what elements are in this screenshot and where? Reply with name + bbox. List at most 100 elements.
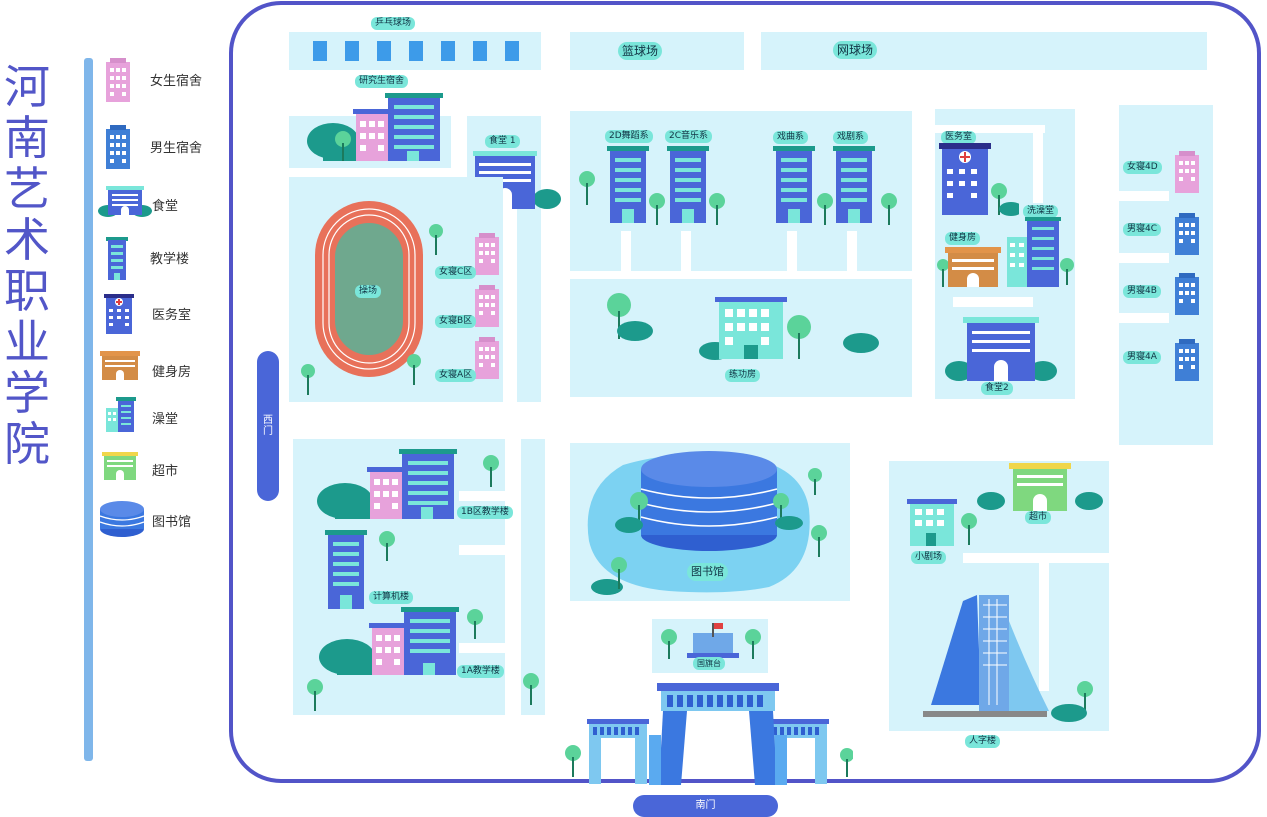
campus-title: 河南艺术职业学院 <box>4 60 50 471</box>
legend-item-teaching: 教学楼 <box>98 236 228 280</box>
road <box>459 491 505 501</box>
legend-divider <box>84 58 93 761</box>
bathhouse-building[interactable] <box>1005 217 1077 287</box>
legend-label: 医务室 <box>152 308 192 323</box>
road <box>1039 563 1049 691</box>
label-female-dorm-c: 女寝C区 <box>435 266 477 279</box>
label-theater: 小剧场 <box>911 551 947 564</box>
road <box>787 231 797 273</box>
side-strip <box>521 439 545 715</box>
basketball-court[interactable]: 篮球场 <box>570 32 744 70</box>
female-dorm-c-building[interactable] <box>473 233 501 275</box>
tennis-court[interactable]: 网球场 <box>761 32 1207 70</box>
canteen-icon <box>98 183 152 227</box>
label-practice-room: 练功房 <box>725 369 761 382</box>
gym-icon <box>98 349 148 393</box>
legend-label: 澡堂 <box>152 412 179 427</box>
practice-room-building[interactable] <box>603 289 883 361</box>
library-building[interactable] <box>573 445 849 595</box>
teaching-1b-building[interactable] <box>315 445 505 521</box>
legend-item-bath: 澡堂 <box>98 396 228 440</box>
legend-item-boys-dorm: 男生宿舍 <box>98 125 228 169</box>
label-west-gate: 西门 <box>263 415 273 437</box>
male-dorm-4c-building[interactable] <box>1173 213 1201 255</box>
female-dorm-b-building[interactable] <box>473 285 501 327</box>
label-basketball: 篮球场 <box>618 42 663 60</box>
label-male-dorm-4c: 男寝4C <box>1123 223 1162 236</box>
road <box>681 231 691 273</box>
legend-label: 教学楼 <box>150 252 190 267</box>
opera-dept-building[interactable] <box>771 145 817 223</box>
table-tennis-court[interactable] <box>289 32 541 70</box>
renzi-building[interactable] <box>923 591 1103 725</box>
legend-item-canteen: 食堂 <box>98 183 228 227</box>
label-music: 2C音乐系 <box>665 130 713 143</box>
road <box>459 545 505 555</box>
legend-label: 食堂 <box>152 199 179 214</box>
label-clinic: 医务室 <box>941 131 977 144</box>
supermarket-icon <box>98 448 148 492</box>
male-dorm-4a-building[interactable] <box>1173 339 1201 381</box>
label-teaching-1b: 1B区教学楼 <box>457 506 513 519</box>
label-tennis: 网球场 <box>833 41 878 59</box>
female-dorm-a-building[interactable] <box>473 337 501 379</box>
bathhouse-icon <box>98 396 148 440</box>
music-dept-building[interactable] <box>665 145 711 223</box>
road <box>953 297 1033 307</box>
south-gate-arch <box>565 683 853 785</box>
dance-dept-building[interactable] <box>605 145 651 223</box>
label-female-dorm-4d: 女寝4D <box>1123 161 1162 174</box>
girls-dorm-icon <box>98 58 148 102</box>
computer-building[interactable] <box>325 529 405 609</box>
label-opera: 戏曲系 <box>773 131 809 144</box>
legend-label: 男生宿舍 <box>150 141 203 156</box>
label-dance: 2D舞蹈系 <box>605 130 653 143</box>
clinic-building[interactable] <box>939 143 1019 217</box>
label-female-dorm-a: 女寝A区 <box>435 369 477 382</box>
label-playground: 操场 <box>355 285 382 298</box>
clinic-icon <box>98 292 148 336</box>
legend-label: 女生宿舍 <box>150 74 203 89</box>
label-supermarket: 超市 <box>1025 511 1052 524</box>
canteen2-building[interactable] <box>945 315 1057 381</box>
label-female-dorm-b: 女寝B区 <box>435 315 477 328</box>
legend-item-library: 图书馆 <box>98 499 228 543</box>
label-grad-dorm: 研究生宿舍 <box>355 75 409 88</box>
label-teaching-1a: 1A教学楼 <box>457 665 504 678</box>
label-male-dorm-4a: 男寝4A <box>1123 351 1161 364</box>
label-gym: 健身房 <box>945 232 981 245</box>
road <box>847 231 857 273</box>
label-bath: 洗澡堂 <box>1023 205 1059 218</box>
label-flag: 国旗台 <box>693 657 725 670</box>
legend-item-clinic: 医务室 <box>98 292 228 336</box>
label-canteen1: 食堂 1 <box>485 135 520 148</box>
label-library: 图书馆 <box>687 563 728 581</box>
theater-building[interactable] <box>907 499 979 547</box>
library-icon <box>98 499 148 543</box>
legend-item-supermarket: 超市 <box>98 448 228 492</box>
supermarket-building[interactable] <box>977 463 1103 511</box>
road <box>963 553 1109 563</box>
west-gate[interactable]: 西门 <box>257 351 279 501</box>
road <box>459 643 505 653</box>
legend-item-girls-dorm: 女生宿舍 <box>98 58 228 102</box>
label-computer: 计算机楼 <box>369 591 414 604</box>
label-male-dorm-4b: 男寝4B <box>1123 285 1161 298</box>
legend-label: 超市 <box>152 464 179 479</box>
south-gate[interactable]: 南门 <box>633 795 778 817</box>
road <box>1119 313 1169 323</box>
teaching-1a-building[interactable] <box>317 605 507 675</box>
grad-dorm-building[interactable] <box>303 89 453 165</box>
label-south-gate: 南门 <box>695 800 716 811</box>
label-canteen2: 食堂2 <box>981 382 1013 395</box>
legend-label: 健身房 <box>152 365 192 380</box>
female-dorm-4d-building[interactable] <box>1173 151 1201 193</box>
legend-label: 图书馆 <box>152 515 192 530</box>
gym-building[interactable] <box>935 245 1005 289</box>
male-dorm-4b-building[interactable] <box>1173 273 1201 315</box>
drama-dept-building[interactable] <box>831 145 877 223</box>
teaching-building-icon <box>98 236 148 280</box>
flag-platform[interactable] <box>653 619 769 671</box>
road <box>621 231 631 273</box>
label-renzi: 人字楼 <box>965 735 1001 748</box>
